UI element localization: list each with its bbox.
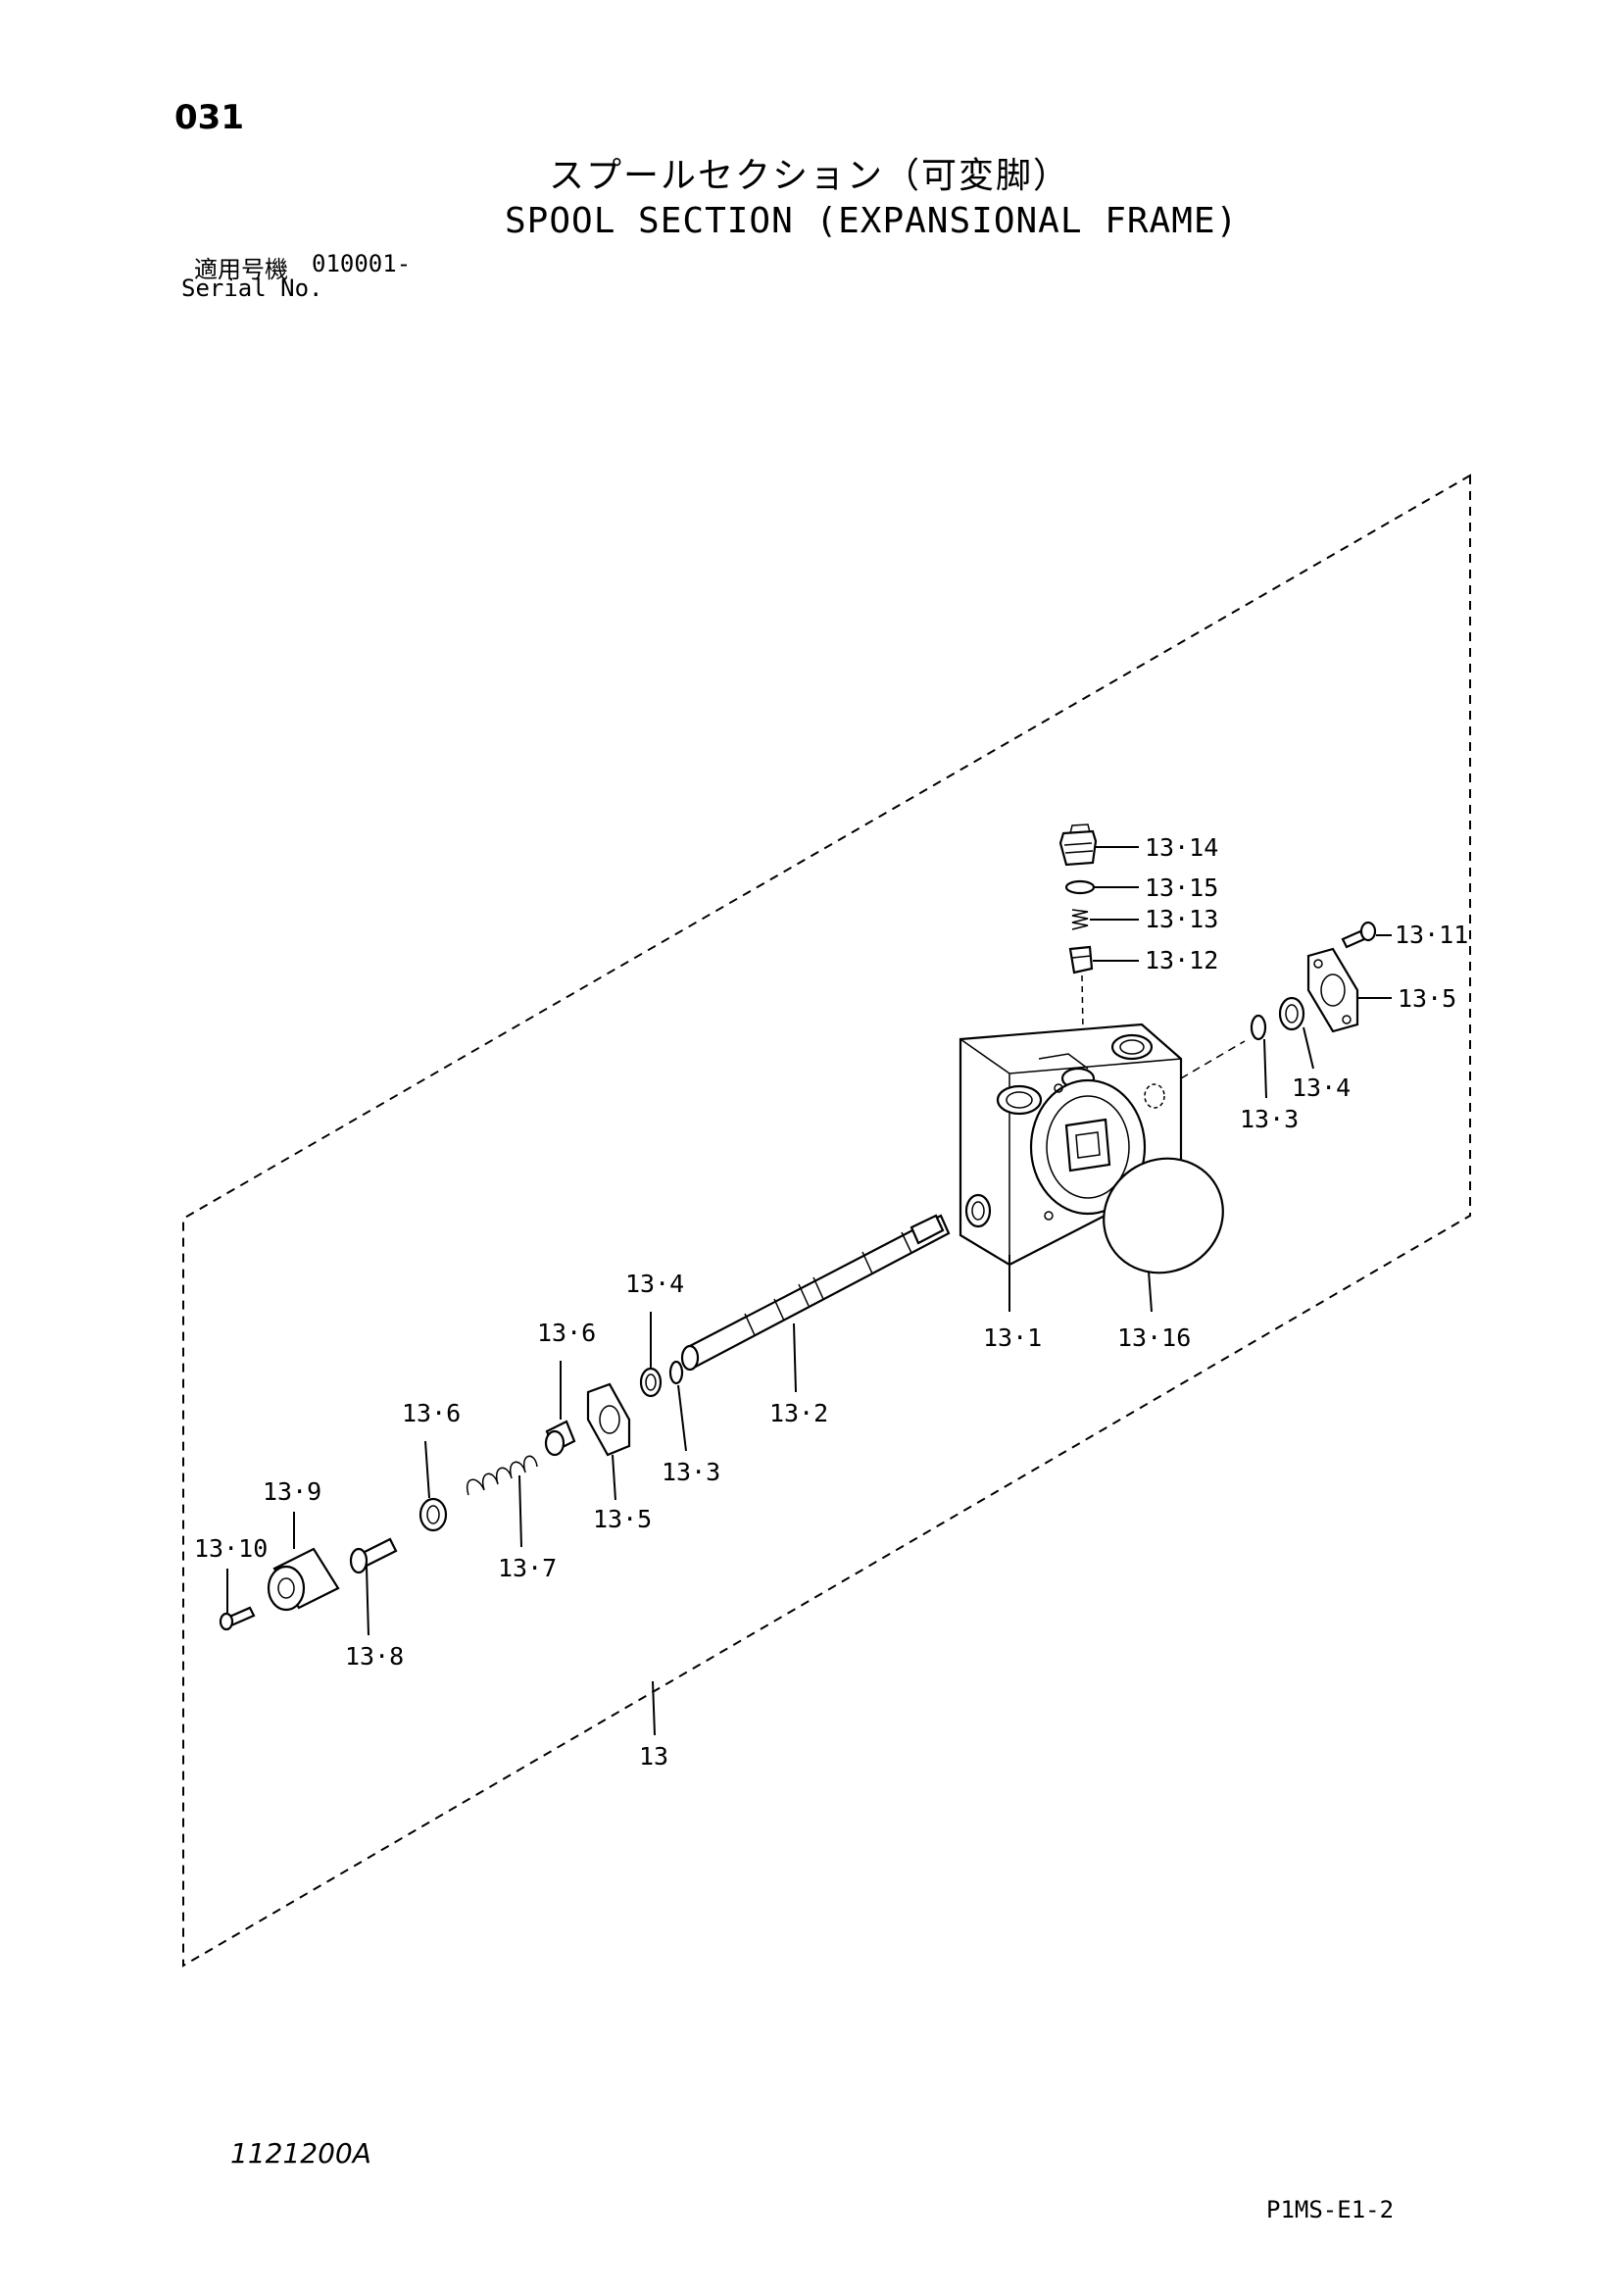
label-13-4-left: 13·4: [625, 1270, 684, 1298]
serial-number-value: 010001-: [312, 250, 412, 277]
page-number: 031: [174, 98, 244, 137]
o-ring-13-3-right: [1250, 1014, 1267, 1099]
seat-13-6-upper: [544, 1361, 576, 1457]
stopper-13-8: [349, 1537, 398, 1636]
label-13-11: 13·11: [1395, 921, 1468, 949]
flange-13-5-left: [586, 1382, 631, 1501]
gasket-13-16: [1103, 1157, 1224, 1313]
seat-13-6-lower: [418, 1440, 448, 1532]
serial-label-english: Serial No.: [181, 275, 323, 302]
cap-13-9: [267, 1512, 340, 1612]
label-13-7: 13·7: [498, 1554, 557, 1582]
label-13-2: 13·2: [769, 1399, 828, 1427]
label-13-12: 13·12: [1145, 946, 1218, 974]
reference-code: 1121200A: [230, 2137, 371, 2170]
assembly-boundary: [182, 474, 1471, 1968]
label-13-6-upper: 13·6: [537, 1319, 596, 1347]
o-ring-13-15: [1064, 879, 1139, 895]
label-13-1: 13·1: [983, 1323, 1042, 1352]
label-13-5-right: 13·5: [1398, 984, 1456, 1013]
label-13-16: 13·16: [1117, 1323, 1191, 1352]
flange-13-5-right: [1306, 947, 1392, 1033]
plug-13-14: [1058, 824, 1139, 867]
label-13-15: 13·15: [1145, 873, 1218, 902]
label-13-6-lower: 13·6: [402, 1399, 461, 1427]
spring-13-7: [466, 1455, 538, 1548]
page-code: P1MS-E1-2: [1266, 2196, 1395, 2223]
title-english: SPOOL SECTION (EXPANSIONAL FRAME): [505, 201, 1239, 241]
label-13: 13: [639, 1742, 668, 1771]
collar-13-4-right: [1278, 996, 1314, 1070]
label-13-4-right: 13·4: [1292, 1073, 1351, 1102]
label-13-3-left: 13·3: [662, 1458, 720, 1486]
label-13-9: 13·9: [263, 1477, 321, 1506]
title-japanese: スプールセクション（可変脚）: [549, 156, 1071, 196]
label-13-3-right: 13·3: [1240, 1105, 1299, 1133]
label-13-5-left: 13·5: [593, 1505, 652, 1533]
spool-13-2: [680, 1214, 951, 1393]
serial-label-japanese: 適用号機: [194, 256, 288, 283]
label-13-13: 13·13: [1145, 905, 1218, 933]
label-13-8: 13·8: [345, 1642, 404, 1671]
collar-13-4-left: [639, 1312, 663, 1398]
o-ring-13-3-left: [668, 1360, 687, 1452]
spring-13-13: [1071, 909, 1139, 930]
label-13-10: 13·10: [194, 1534, 268, 1563]
bolt-13-10: [219, 1569, 256, 1631]
label-13-14: 13·14: [1145, 833, 1218, 862]
bolt-13-11: [1341, 921, 1392, 949]
